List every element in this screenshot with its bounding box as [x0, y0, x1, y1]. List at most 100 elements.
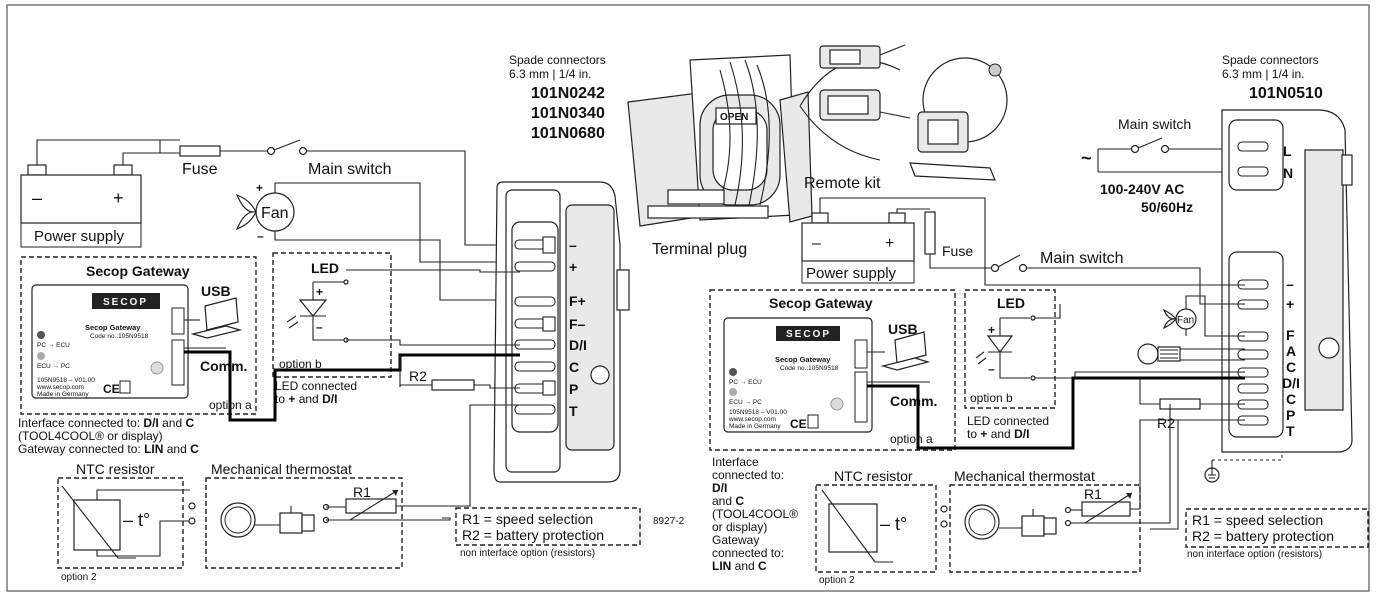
right-gateway-option-box [709, 289, 956, 451]
left-spade-title: Spade connectors [509, 53, 606, 67]
svg-text:SECOP: SECOP [786, 329, 831, 340]
svg-text:Fuse: Fuse [182, 161, 218, 178]
svg-text:A: A [1286, 343, 1296, 359]
svg-text:T: T [569, 403, 578, 419]
left-fan: Fan + – [235, 181, 295, 243]
svg-text:+: + [316, 285, 323, 299]
svg-text:+: + [988, 323, 995, 337]
left-ntc-box [57, 477, 184, 569]
svg-text:Fan: Fan [1177, 315, 1194, 326]
svg-text:+: + [885, 235, 894, 252]
svg-text:Secop Gateway: Secop Gateway [85, 323, 141, 332]
svg-text:Mechanical thermostat: Mechanical thermostat [954, 468, 1095, 484]
svg-text:–: – [32, 188, 42, 208]
svg-text:LED connected: LED connected [967, 414, 1049, 428]
svg-text:USB: USB [201, 283, 231, 299]
right-fuse [924, 211, 936, 255]
left-thermostat-symbol [220, 502, 315, 538]
svg-text:www.secop.com: www.secop.com [36, 384, 84, 391]
svg-text:non interface option (resistor: non interface option (resistors) [1187, 549, 1322, 560]
right-ntc-box [815, 484, 937, 573]
svg-text:R1: R1 [353, 484, 371, 500]
svg-text:–: – [812, 235, 821, 252]
svg-text:Made in Germany: Made in Germany [37, 391, 89, 398]
right-led-option-box [964, 289, 1056, 409]
svg-text:to + and D/I: to + and D/I [967, 427, 1029, 441]
svg-text:Comm.: Comm. [200, 358, 247, 374]
right-main-switch [997, 254, 1021, 268]
svg-text:Comm.: Comm. [890, 393, 937, 409]
svg-text:–: – [257, 229, 264, 243]
svg-text:LIN and C: LIN and C [712, 559, 767, 573]
svg-text:Code no.:105N9518: Code no.:105N9518 [780, 365, 839, 372]
svg-text:(TOOL4COOL®: (TOOL4COOL® [712, 507, 798, 521]
svg-text:(TOOL4COOL® or display): (TOOL4COOL® or display) [18, 429, 163, 443]
svg-text:Remote kit: Remote kit [804, 175, 881, 192]
svg-text:N: N [1283, 165, 1293, 181]
svg-text:R1: R1 [1084, 486, 1102, 502]
svg-text:Power supply: Power supply [806, 265, 897, 282]
svg-text:+: + [256, 181, 263, 195]
svg-text:www.secop.com: www.secop.com [728, 416, 776, 423]
svg-text:option 2: option 2 [819, 575, 855, 586]
svg-text:Made in Germany: Made in Germany [729, 423, 781, 430]
svg-text:+: + [113, 188, 124, 208]
remote-kit-image [799, 44, 1008, 181]
right-part-number: 101N0510 [1249, 85, 1323, 102]
svg-text:Secop Gateway: Secop Gateway [775, 355, 831, 364]
svg-text:T: T [1286, 423, 1295, 439]
svg-text:–: – [1286, 276, 1294, 292]
svg-text:Interface: Interface [712, 455, 759, 469]
svg-text:50/60Hz: 50/60Hz [1141, 199, 1193, 215]
svg-text:6.3 mm | 1/4 in.: 6.3 mm | 1/4 in. [1222, 67, 1304, 81]
right-led-symbol: + – [975, 318, 1014, 376]
svg-text:LED: LED [997, 295, 1025, 311]
left-part-number-1: 101N0242 [531, 85, 605, 102]
svg-text:LED: LED [311, 260, 339, 276]
svg-text:P: P [569, 381, 578, 397]
svg-text:Secop Gateway: Secop Gateway [769, 295, 873, 311]
svg-text:ECU → PC: ECU → PC [37, 363, 70, 370]
right-spade-title: Spade connectors [1222, 53, 1319, 67]
right-laptop-icon [880, 331, 931, 371]
svg-text:Interface connected to: D/I an: Interface connected to: D/I and C [18, 416, 194, 430]
left-power-supply-label: Power supply [34, 228, 125, 245]
left-part-number-3: 101N0680 [531, 125, 605, 142]
svg-text:F–: F– [569, 316, 586, 332]
svg-text:Secop Gateway: Secop Gateway [86, 263, 190, 279]
left-fuse [179, 145, 221, 157]
svg-text:– t°: – t° [880, 514, 907, 534]
svg-text:R2: R2 [1157, 415, 1175, 431]
svg-text:C: C [1286, 359, 1296, 375]
svg-text:option a: option a [890, 432, 933, 446]
left-gateway-option-box [20, 256, 257, 415]
left-r2-resistor [431, 379, 475, 391]
right-power-supply: – + Power supply [801, 212, 915, 284]
svg-text:– t°: – t° [123, 510, 150, 530]
svg-text:NTC resistor: NTC resistor [76, 461, 155, 477]
right-fan: Fan [1162, 308, 1197, 330]
svg-text:LED connected: LED connected [275, 379, 357, 393]
figure-code: 8927-2 [653, 516, 685, 527]
left-resistor-legend [455, 507, 641, 546]
svg-text:option b: option b [279, 357, 322, 371]
svg-text:F+: F+ [569, 293, 586, 309]
svg-text:–: – [316, 320, 323, 334]
svg-text:+: + [569, 259, 577, 275]
svg-text:–: – [569, 237, 577, 253]
svg-text:105N9518 – V01.00: 105N9518 – V01.00 [37, 377, 95, 384]
left-electronic-unit [493, 181, 630, 483]
right-terminal-labels: – + F A C D/I C P T [1282, 276, 1300, 439]
svg-text:Main switch: Main switch [1118, 116, 1191, 132]
svg-text:Terminal plug: Terminal plug [652, 241, 747, 258]
svg-text:PC → ECU: PC → ECU [729, 379, 762, 386]
svg-text:Code no.:105N9518: Code no.:105N9518 [90, 333, 149, 340]
svg-text:connected to:: connected to: [712, 546, 784, 560]
svg-text:option b: option b [970, 391, 1013, 405]
right-lamp-icon [1137, 343, 1181, 365]
svg-text:OPEN: OPEN [720, 112, 748, 123]
svg-text:Main switch: Main switch [1040, 250, 1124, 267]
svg-text:Main switch: Main switch [308, 161, 392, 178]
svg-text:non interface option (resistor: non interface option (resistors) [460, 548, 595, 559]
